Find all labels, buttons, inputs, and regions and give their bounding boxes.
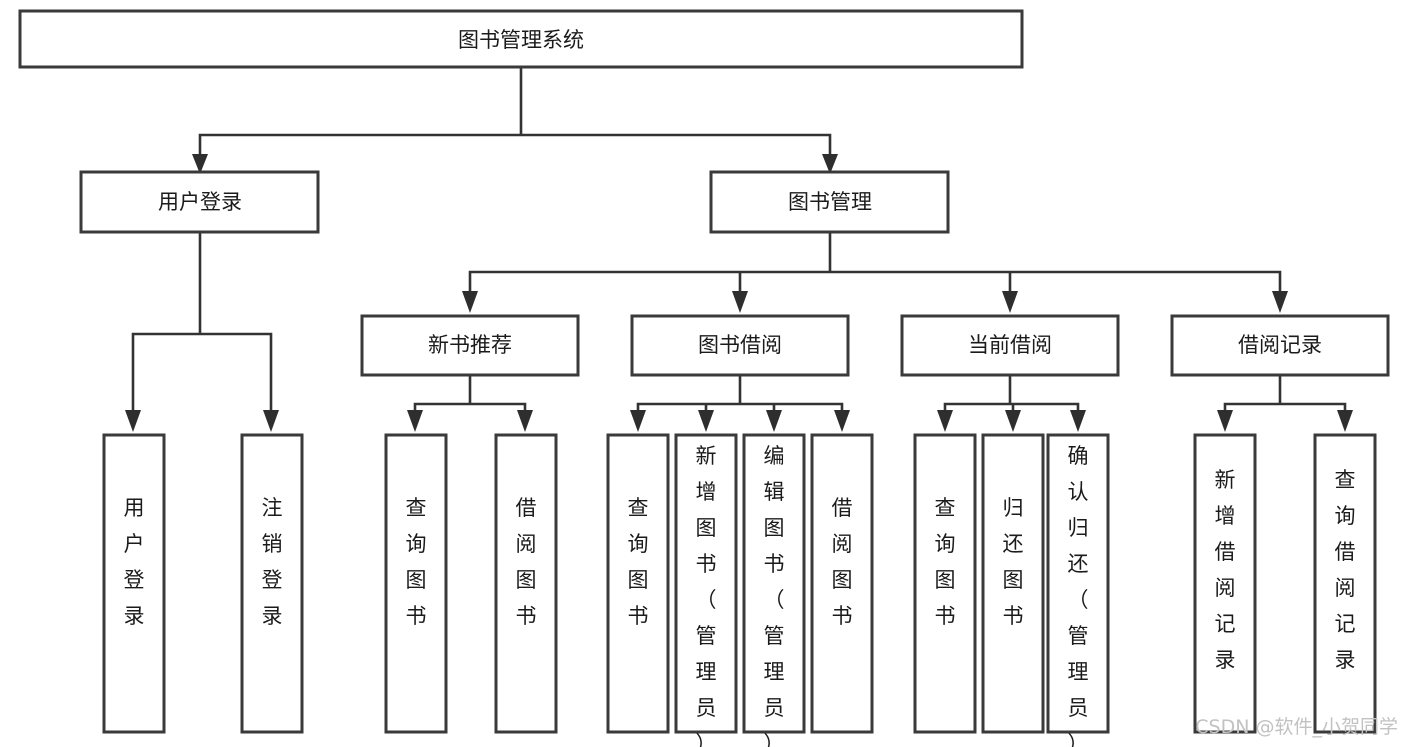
arrowhead-current-borrow — [1002, 291, 1018, 313]
node-root-label: 图书管理系统 — [458, 28, 584, 52]
node-leaf-borrow-book-1-label: 借阅图书 — [516, 496, 537, 628]
node-leaf-borrow-book-2-box[interactable] — [810, 433, 874, 734]
node-leaf-add-record-label: 新增借阅记录 — [1215, 468, 1236, 672]
arrowhead-leaf-query-book-3 — [937, 410, 953, 432]
connector-new-book-recommend-bus — [413, 373, 527, 417]
arrowhead-leaf-add-book — [698, 410, 714, 432]
connector-borrow-record-bus — [1223, 373, 1347, 417]
node-current-borrow-box[interactable] — [900, 314, 1120, 377]
arrowhead-leaf-borrow-book-2 — [834, 410, 850, 432]
node-borrow-record-box[interactable] — [1170, 314, 1390, 377]
node-leaf-return-book-label: 归还图书 — [1003, 496, 1024, 628]
arrowhead-leaf-query-book-1 — [407, 410, 423, 432]
node-root-box[interactable] — [18, 9, 1024, 69]
node-leaf-user-login-label: 用户登录 — [124, 496, 145, 628]
node-leaf-query-record-box[interactable] — [1313, 433, 1377, 734]
node-leaf-query-record-label: 查询借阅记录 — [1335, 468, 1356, 672]
connectors-layer — [125, 65, 1353, 432]
node-borrow-record[interactable]: 借阅记录 — [1170, 314, 1390, 377]
node-leaf-query-book-3-label: 查询图书 — [935, 496, 956, 628]
node-leaf-query-book-1-box[interactable] — [384, 433, 448, 734]
node-leaf-confirm-return-box[interactable] — [1046, 433, 1110, 734]
arrowhead-leaf-add-record — [1217, 410, 1233, 432]
node-current-borrow[interactable]: 当前借阅 — [900, 314, 1120, 377]
node-leaf-edit-book-label: 编辑图书（管理员） — [764, 444, 785, 747]
connector-root-bus — [198, 65, 832, 164]
node-book-manage-label: 图书管理 — [788, 190, 872, 214]
arrowhead-leaf-user-login — [125, 410, 141, 432]
node-new-book-recommend-box[interactable] — [360, 314, 580, 377]
node-leaf-return-book[interactable]: 归还图书 — [981, 433, 1045, 734]
node-leaf-query-book-2[interactable]: 查询图书 — [606, 433, 670, 734]
node-leaf-query-book-2-label: 查询图书 — [628, 496, 649, 628]
arrowhead-leaf-borrow-book-1 — [517, 410, 533, 432]
node-leaf-add-record[interactable]: 新增借阅记录 — [1193, 433, 1257, 734]
arrowhead-leaf-query-book-2 — [630, 410, 646, 432]
node-leaf-confirm-return[interactable]: 确认归还（管理员） — [1046, 433, 1110, 747]
node-current-borrow-label: 当前借阅 — [968, 333, 1052, 357]
arrowhead-new-book-recommend — [462, 291, 478, 313]
node-leaf-user-logout[interactable]: 注销登录 — [240, 433, 304, 734]
node-leaf-add-book[interactable]: 新增图书（管理员） — [674, 433, 738, 747]
arrowhead-leaf-user-logout — [263, 410, 279, 432]
connector-user-login-bus — [131, 230, 273, 417]
node-leaf-confirm-return-label: 确认归还（管理员） — [1068, 444, 1089, 747]
node-leaf-borrow-book-2-label: 借阅图书 — [832, 496, 853, 628]
arrowhead-leaf-edit-book — [766, 410, 782, 432]
arrowhead-leaf-return-book — [1005, 410, 1021, 432]
node-leaf-query-record[interactable]: 查询借阅记录 — [1313, 433, 1377, 734]
node-new-book-recommend-label: 新书推荐 — [428, 333, 512, 357]
node-root[interactable]: 图书管理系统 — [18, 9, 1024, 69]
node-leaf-user-logout-label: 注销登录 — [262, 496, 283, 628]
arrowhead-leaf-confirm-return — [1070, 410, 1086, 432]
node-leaf-return-book-box[interactable] — [981, 433, 1045, 734]
arrowhead-book-manage — [822, 154, 838, 174]
node-leaf-query-book-3[interactable]: 查询图书 — [913, 433, 977, 734]
node-book-manage-box[interactable] — [709, 170, 950, 234]
node-user-login-label: 用户登录 — [158, 190, 242, 214]
node-new-book-recommend[interactable]: 新书推荐 — [360, 314, 580, 377]
connector-current-borrow-bus — [943, 373, 1080, 417]
node-leaf-add-book-label: 新增图书（管理员） — [696, 444, 717, 747]
node-book-borrow[interactable]: 图书借阅 — [630, 314, 850, 377]
connector-book-manage-bus — [468, 230, 1282, 298]
node-leaf-query-book-1[interactable]: 查询图书 — [384, 433, 448, 734]
node-book-borrow-label: 图书借阅 — [698, 333, 782, 357]
node-leaf-user-logout-box[interactable] — [240, 433, 304, 734]
arrowhead-book-borrow — [732, 291, 748, 313]
node-leaf-user-login-box[interactable] — [102, 433, 166, 734]
node-borrow-record-label: 借阅记录 — [1238, 333, 1322, 357]
csdn-watermark: CSDN @软件_小贺同学 — [1195, 716, 1398, 738]
node-user-login[interactable]: 用户登录 — [79, 170, 320, 234]
node-leaf-add-record-box[interactable] — [1193, 433, 1257, 734]
node-leaf-edit-book-box[interactable] — [742, 433, 806, 734]
node-leaf-edit-book[interactable]: 编辑图书（管理员） — [742, 433, 806, 747]
node-leaf-user-login[interactable]: 用户登录 — [102, 433, 166, 734]
arrowhead-user-login — [192, 154, 208, 174]
arrowhead-leaf-query-record — [1337, 410, 1353, 432]
node-leaf-query-book-2-box[interactable] — [606, 433, 670, 734]
node-user-login-box[interactable] — [79, 170, 320, 234]
node-leaf-query-book-1-label: 查询图书 — [406, 496, 427, 628]
node-leaf-borrow-book-1-box[interactable] — [494, 433, 558, 734]
node-book-manage[interactable]: 图书管理 — [709, 170, 950, 234]
node-leaf-add-book-box[interactable] — [674, 433, 738, 734]
node-leaf-borrow-book-1[interactable]: 借阅图书 — [494, 433, 558, 734]
connector-book-borrow-bus — [636, 373, 844, 417]
node-leaf-query-book-3-box[interactable] — [913, 433, 977, 734]
node-leaf-borrow-book-2[interactable]: 借阅图书 — [810, 433, 874, 734]
node-book-borrow-box[interactable] — [630, 314, 850, 377]
arrowhead-borrow-record — [1272, 291, 1288, 313]
